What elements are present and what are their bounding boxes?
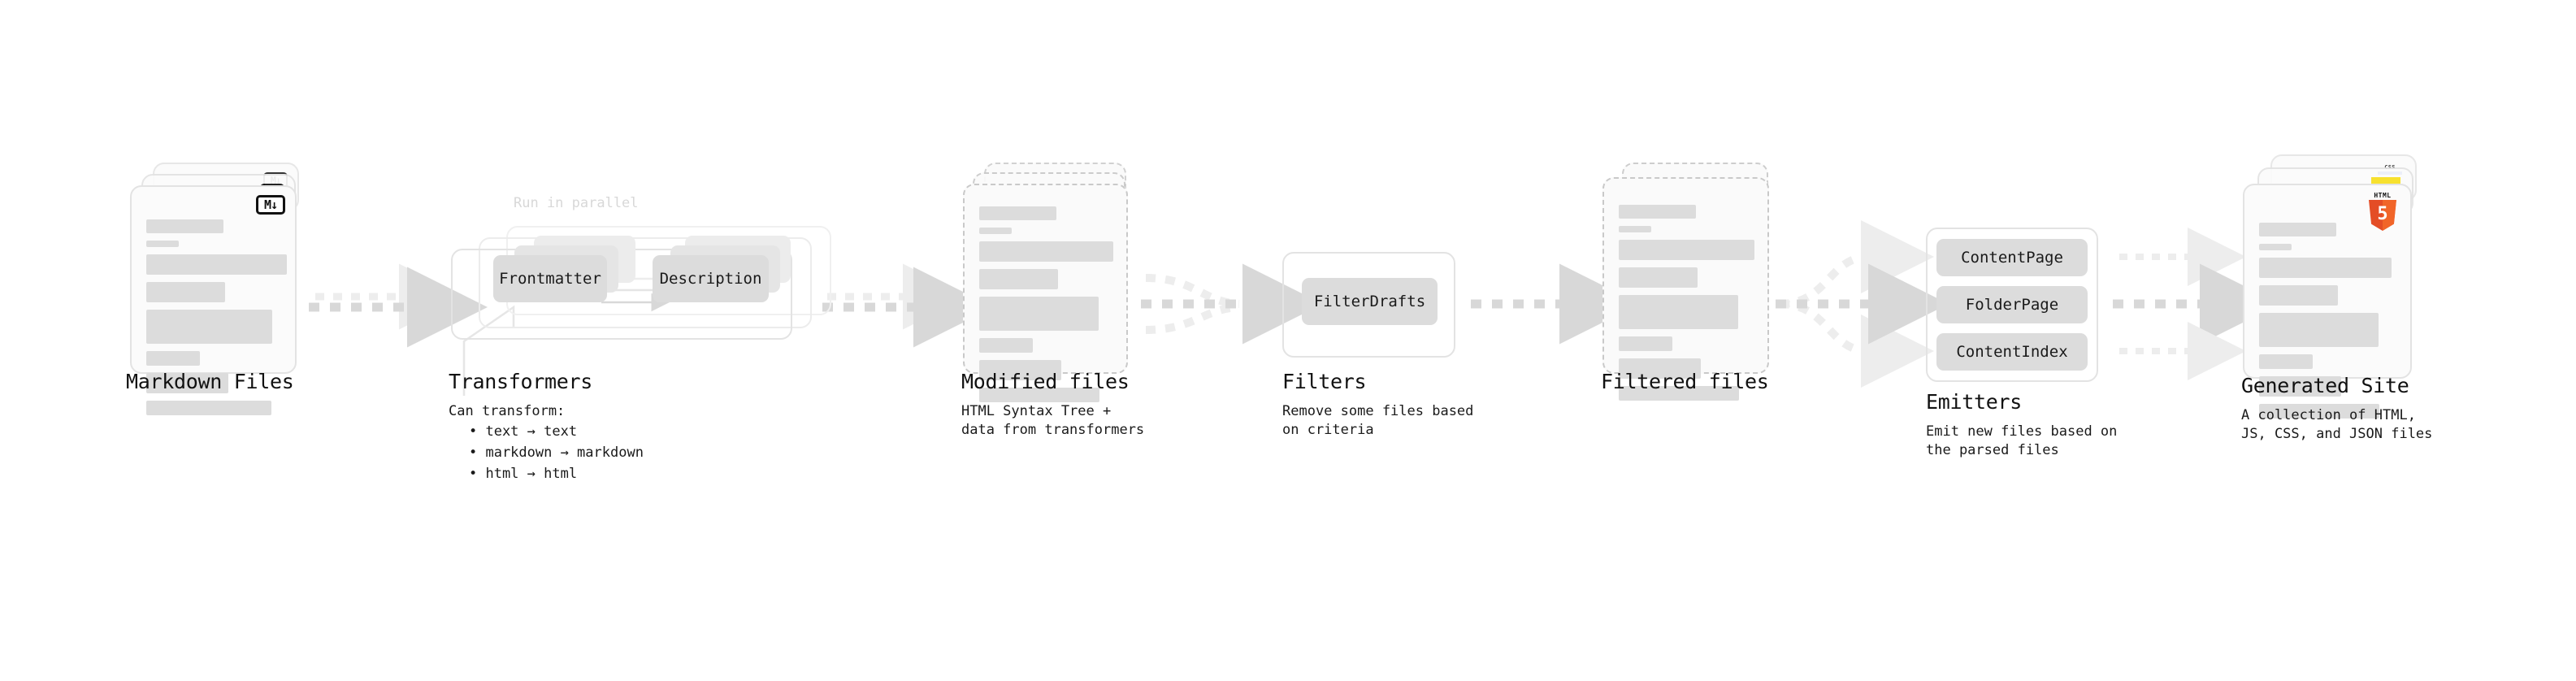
arrow-modified-to-filters (1141, 263, 1323, 345)
skeleton-lines (1619, 205, 1754, 408)
site-card-front[interactable]: HTML (2243, 184, 2412, 419)
transformer-group-back-1 (479, 237, 812, 328)
filtered-card-front[interactable] (1602, 177, 1769, 401)
skeleton-bar (2259, 404, 2379, 419)
arrow-emitters-to-site (2113, 228, 2280, 380)
chip-description[interactable]: Description (653, 255, 769, 302)
skeleton-bar (979, 206, 1056, 220)
skeleton-bar (1619, 336, 1672, 351)
skeleton-bar (146, 282, 225, 302)
transformers-bullet-0: • text → text (469, 423, 578, 440)
skeleton-bar (1619, 386, 1739, 401)
stage-generated-site: CSS HTML (2241, 154, 2432, 442)
modified-card-front[interactable] (963, 184, 1128, 402)
stage-title-filters: Filters (1282, 370, 1367, 393)
stage-title-filtered-files: Filtered files (1601, 370, 1769, 393)
modified-files-subtitle: HTML Syntax Tree + data from transformer… (961, 403, 1145, 438)
skeleton-bar (979, 388, 1099, 402)
modified-card-stack (963, 163, 1142, 423)
chip-filterdrafts[interactable]: FilterDrafts (1302, 278, 1438, 325)
skeleton-bar (2259, 223, 2336, 236)
skeleton-bar (146, 254, 287, 275)
skeleton-bar (1619, 226, 1651, 232)
stage-filtered-files: Filtered files (1601, 163, 1781, 423)
skeleton-bar (979, 360, 1061, 380)
skeleton-bar (2259, 285, 2338, 306)
stage-title-transformers: Transformers (449, 370, 593, 393)
arrow-transformers-to-modified (822, 263, 994, 348)
skeleton-lines (146, 219, 287, 423)
skeleton-bar (2259, 354, 2313, 369)
skeleton-bar (146, 401, 271, 415)
skeleton-bar (979, 297, 1099, 331)
markdown-card-front[interactable]: M↓ (130, 185, 297, 415)
skeleton-bar (146, 373, 228, 393)
chip-contentpage[interactable]: ContentPage (1936, 239, 2088, 276)
skeleton-bar (2259, 313, 2379, 347)
skeleton-bar (979, 338, 1033, 353)
markdown-card-stack: M↓ M↓ M↓ (130, 163, 309, 423)
emitters-subtitle: Emit new files based on the parsed files (1926, 423, 2118, 458)
chip-frontmatter[interactable]: Frontmatter (493, 255, 607, 302)
skeleton-bar (979, 241, 1113, 262)
emitters-group-box[interactable] (1926, 228, 2098, 382)
skeleton-bar (979, 269, 1058, 289)
filtered-card-stack (1602, 163, 1781, 423)
skeleton-bar (146, 219, 223, 233)
skeleton-bar (146, 351, 200, 366)
skeleton-bar (1619, 240, 1754, 260)
arrow-filtered-to-emitters (1776, 220, 1949, 388)
transformers-bullet-1: • markdown → markdown (469, 445, 644, 461)
skeleton-bar (979, 228, 1012, 234)
stage-title-modified-files: Modified files (961, 370, 1130, 393)
skeleton-bar (2259, 258, 2392, 278)
stage-title-generated-site: Generated Site (2241, 374, 2409, 397)
skeleton-bar (2259, 376, 2341, 397)
html5-icon: HTML (2366, 192, 2399, 231)
transformers-subtitle: Can transform: (449, 403, 566, 419)
skeleton-lines (979, 206, 1113, 410)
skeleton-bar (1619, 205, 1696, 219)
run-in-parallel-note: Run in parallel (514, 195, 639, 211)
filters-subtitle: Remove some files based on criteria (1282, 403, 1474, 438)
transformers-bullet-2: • html → html (469, 466, 578, 482)
filters-group-box[interactable] (1282, 252, 1455, 358)
generated-site-subtitle: A collection of HTML, JS, CSS, and JSON … (2241, 407, 2433, 442)
stage-title-emitters: Emitters (1926, 390, 2023, 414)
site-card-stack: CSS HTML (2243, 154, 2430, 423)
skeleton-bar (1619, 267, 1698, 288)
skeleton-bar (146, 241, 179, 247)
skeleton-bar (1619, 295, 1738, 329)
html5-label: HTML (2374, 192, 2392, 199)
stage-modified-files: Modified files HTML Syntax Tree + data f… (961, 163, 1144, 438)
chip-folderpage[interactable]: FolderPage (1936, 286, 2088, 323)
markdown-badge: M↓ (256, 195, 285, 215)
stage-markdown-files: M↓ M↓ M↓ Markdown Files (126, 163, 309, 423)
skeleton-bar (1619, 358, 1701, 379)
chip-contentindex[interactable]: ContentIndex (1936, 333, 2088, 371)
skeleton-bar (2259, 244, 2292, 250)
stage-title-markdown-files: Markdown Files (126, 370, 294, 393)
skeleton-bar (146, 310, 272, 344)
skeleton-lines (2259, 223, 2397, 426)
arrow-markdown-to-transformers (309, 263, 488, 348)
